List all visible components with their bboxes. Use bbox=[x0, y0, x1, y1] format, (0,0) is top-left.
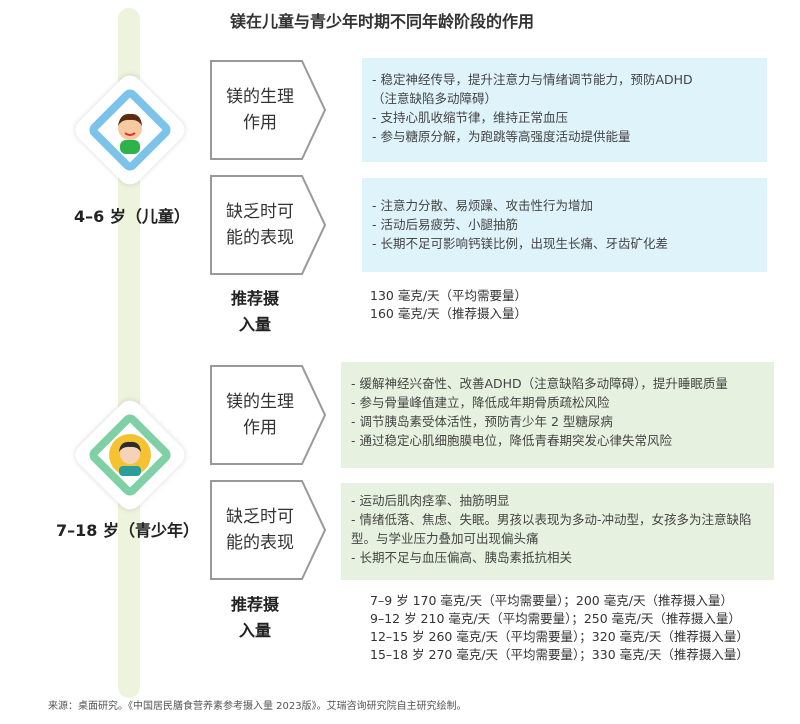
list-item: - 稳定神经传导，提升注意力与情绪调节能力，预防ADHD bbox=[372, 72, 693, 87]
age-label-teen: 7–18 岁（青少年） bbox=[56, 521, 199, 540]
teen-avatar-icon bbox=[109, 434, 151, 476]
role-box-child: - 稳定神经传导，提升注意力与情绪调节能力，预防ADHD （注意缺陷多动障碍） … bbox=[362, 58, 767, 162]
list-item: - 支持心肌收缩节律，维持正常血压 bbox=[372, 110, 568, 125]
list-item: - 活动后易疲劳、小腿抽筋 bbox=[372, 217, 518, 232]
deficiency-label-2: 能的表现 bbox=[226, 533, 294, 553]
page-title: 镁在儿童与青少年时期不同年龄阶段的作用 bbox=[230, 12, 535, 31]
list-item: - 长期不足可影响钙镁比例，出现生长痛、牙齿矿化差 bbox=[372, 236, 668, 251]
chevron-role-teen: 镁的生理作用 bbox=[210, 365, 326, 465]
rec-value: 9–12 岁 210 毫克/天（平均需要量）；250 毫克/天（推荐摄入量） bbox=[370, 611, 741, 626]
role-label-2: 作用 bbox=[243, 113, 277, 133]
recommended-values-child: 130 毫克/天（平均需要量） 160 毫克/天（推荐摄入量） bbox=[370, 287, 527, 323]
rec-value: 7–9 岁 170 毫克/天（平均需要量）；200 毫克/天（推荐摄入量） bbox=[370, 593, 733, 608]
list-item: - 参与糖原分解，为跑跳等高强度活动提供能量 bbox=[372, 129, 631, 144]
rec-label-2: 入量 bbox=[238, 315, 271, 334]
rec-label-2: 入量 bbox=[238, 621, 271, 640]
list-item: - 调节胰岛素受体活性，预防青少年 2 型糖尿病 bbox=[351, 414, 613, 429]
list-item: - 情绪低落、焦虑、失眠。男孩以表现为多动-冲动型，女孩多为注意缺陷型。与学业压… bbox=[351, 512, 752, 546]
rec-value: 15–18 岁 270 毫克/天（平均需要量）；330 毫克/天（推荐摄入量） bbox=[370, 647, 749, 662]
age-label-child: 4–6 岁（儿童） bbox=[74, 207, 190, 226]
rec-value: 160 毫克/天（推荐摄入量） bbox=[370, 306, 528, 321]
rec-label: 推荐摄 bbox=[230, 289, 279, 308]
deficiency-box-child: - 注意力分散、易烦躁、攻击性行为增加 - 活动后易疲劳、小腿抽筋 - 长期不足… bbox=[362, 178, 767, 272]
recommended-intake-label-teen: 推荐摄入量 bbox=[225, 592, 285, 644]
role-label: 镁的生理 bbox=[226, 392, 294, 412]
chevron-deficiency-child: 缺乏时可能的表现 bbox=[210, 175, 326, 275]
rec-label: 推荐摄 bbox=[230, 595, 279, 614]
role-label: 镁的生理 bbox=[226, 87, 294, 107]
source-footnote: 来源：桌面研究。《中国居民膳食营养素参考摄入量 2023版》。艾瑞咨询研究院自主… bbox=[48, 701, 467, 712]
role-label-2: 作用 bbox=[243, 418, 277, 438]
list-item: - 缓解神经兴奋性、改善ADHD（注意缺陷多动障碍），提升睡眠质量 bbox=[351, 376, 728, 391]
list-item: （注意缺陷多动障碍） bbox=[372, 91, 498, 106]
recommended-intake-label-child: 推荐摄入量 bbox=[225, 286, 285, 338]
deficiency-label-2: 能的表现 bbox=[226, 228, 294, 248]
list-item: - 长期不足与血压偏高、胰岛素抵抗相关 bbox=[351, 550, 572, 565]
role-box-teen: - 缓解神经兴奋性、改善ADHD（注意缺陷多动障碍），提升睡眠质量 - 参与骨量… bbox=[341, 362, 774, 468]
list-item: - 注意力分散、易烦躁、攻击性行为增加 bbox=[372, 198, 593, 213]
list-item: - 运动后肌肉痉挛、抽筋明显 bbox=[351, 493, 510, 508]
child-avatar-icon bbox=[118, 113, 142, 154]
deficiency-label: 缺乏时可 bbox=[226, 202, 294, 222]
chevron-role-child: 镁的生理作用 bbox=[210, 60, 326, 160]
recommended-values-teen: 7–9 岁 170 毫克/天（平均需要量）；200 毫克/天（推荐摄入量） 9–… bbox=[370, 592, 749, 664]
rec-value: 12–15 岁 260 毫克/天（平均需要量）；320 毫克/天（推荐摄入量） bbox=[370, 629, 749, 644]
deficiency-box-teen: - 运动后肌肉痉挛、抽筋明显 - 情绪低落、焦虑、失眠。男孩以表现为多动-冲动型… bbox=[341, 483, 774, 580]
chevron-deficiency-teen: 缺乏时可能的表现 bbox=[210, 480, 326, 580]
list-item: - 通过稳定心肌细胞膜电位，降低青春期突发心律失常风险 bbox=[351, 433, 672, 448]
deficiency-label: 缺乏时可 bbox=[226, 507, 294, 527]
list-item: - 参与骨量峰值建立，降低成年期骨质疏松风险 bbox=[351, 395, 610, 410]
rec-value: 130 毫克/天（平均需要量） bbox=[370, 288, 528, 303]
